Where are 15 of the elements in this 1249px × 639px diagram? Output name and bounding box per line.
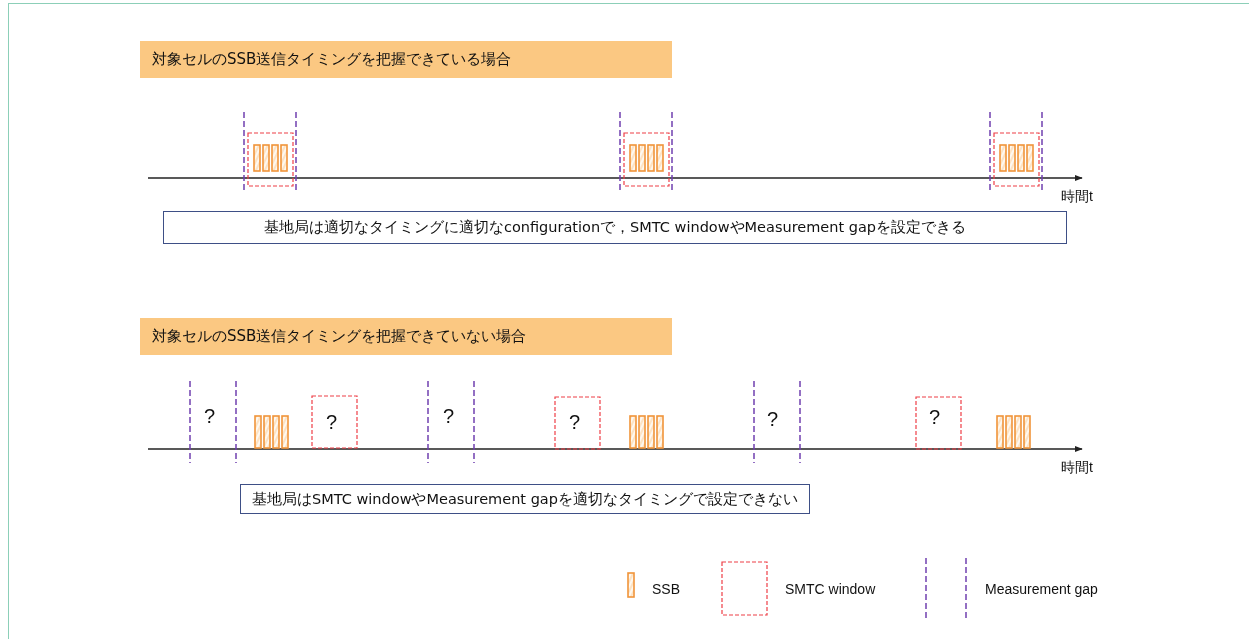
question-mark: ? [204,405,216,428]
legend-label: Measurement gap [985,581,1098,597]
time-axis-label: 時間t [1061,188,1093,206]
legend-label: SMTC window [785,581,876,597]
heading-box: 対象セルのSSB送信タイミングを把握できていない場合 [140,318,672,355]
question-mark: ? [443,405,455,428]
question-mark: ? [767,408,779,431]
heading-box: 対象セルのSSB送信タイミングを把握できている場合 [140,41,672,78]
description-box: 基地局はSMTC windowやMeasurement gapを適切なタイミングで設定できない [240,484,810,514]
question-mark: ? [929,406,941,429]
description-box: 基地局は適切なタイミングに適切なconfigurationで，SMTC windowやMeasurement gapを設定できる [163,211,1067,244]
question-mark: ? [326,411,338,434]
time-axis-label: 時間t [1061,459,1093,477]
question-mark: ? [569,411,581,434]
legend-label: SSB [652,581,680,597]
